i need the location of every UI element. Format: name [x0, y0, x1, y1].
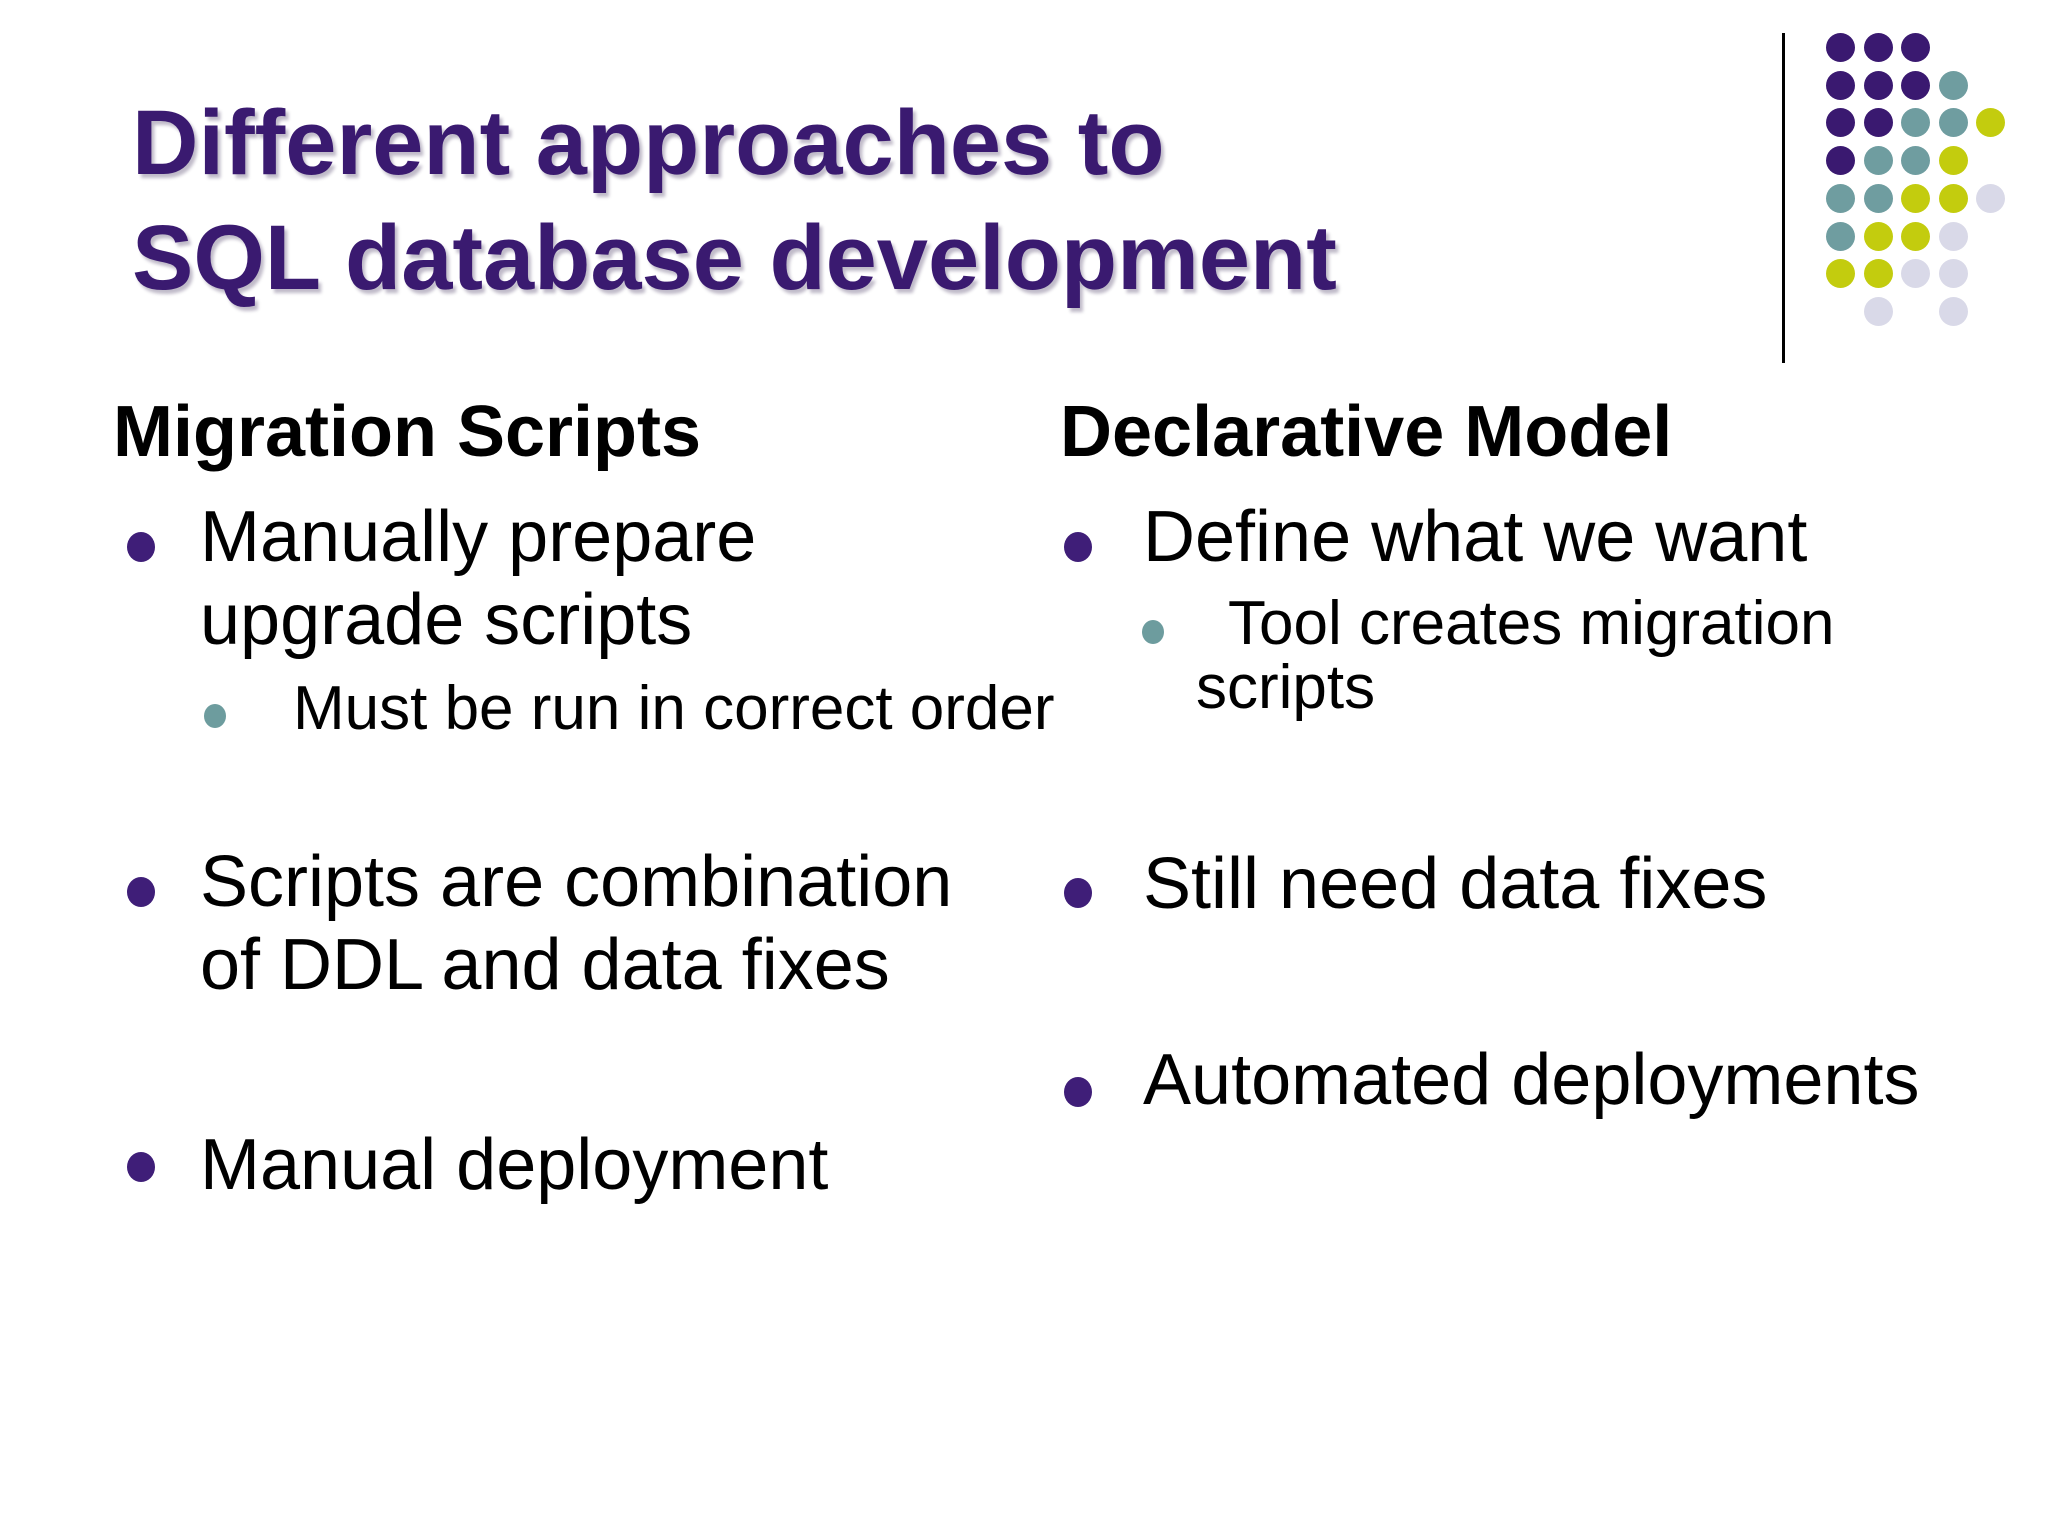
decor-dot	[1825, 183, 1855, 213]
bullet-icon	[127, 1152, 155, 1182]
bullet-text: Manually prepare upgrade scripts	[200, 497, 757, 660]
decor-dot	[1938, 70, 1968, 100]
decor-dot	[1863, 258, 1893, 288]
vertical-divider	[1782, 33, 1785, 363]
bullet-text: Automated deployments	[1143, 1040, 1920, 1120]
decor-dot	[1900, 221, 1930, 251]
bullet-icon	[1142, 620, 1164, 644]
decor-dot	[1900, 183, 1930, 213]
bullet-icon	[204, 704, 226, 728]
decor-dot	[1900, 107, 1930, 137]
decor-dot	[1863, 145, 1893, 175]
decor-dot	[1863, 70, 1893, 100]
bullet-icon	[1064, 1077, 1092, 1107]
bullet-icon	[127, 532, 155, 562]
bullet-text: Still need data fixes	[1143, 844, 1768, 924]
decor-dot	[1975, 183, 2005, 213]
decor-dot	[1825, 70, 1855, 100]
decor-dot	[1863, 221, 1893, 251]
decor-dot	[1863, 183, 1893, 213]
decor-dot	[1900, 145, 1930, 175]
decor-dot	[1938, 258, 1968, 288]
slide-title: Different approaches to SQL database dev…	[132, 92, 1337, 309]
decor-dot	[1938, 107, 1968, 137]
decor-dot	[1900, 70, 1930, 100]
decor-dot	[1900, 258, 1930, 288]
decor-dot	[1825, 221, 1855, 251]
bullet-icon	[1064, 878, 1092, 908]
decor-dot	[1975, 107, 2005, 137]
decor-dot	[1938, 296, 1968, 326]
bullet-text: Manual deployment	[200, 1125, 829, 1205]
decor-dot	[1938, 183, 1968, 213]
decor-dot	[1825, 145, 1855, 175]
bullet-text: Scripts are combination of DDL and data …	[200, 842, 953, 1005]
corner-dot-grid	[0, 0, 2048, 400]
decor-dot	[1938, 221, 1968, 251]
bullet-icon	[1064, 532, 1092, 562]
decor-dot	[1863, 296, 1893, 326]
decor-dot	[1900, 32, 1930, 62]
decor-dot	[1863, 107, 1893, 137]
decor-dot	[1825, 258, 1855, 288]
decor-dot	[1825, 32, 1855, 62]
right-column-heading: Declarative Model	[1060, 392, 1673, 472]
bullet-icon	[127, 877, 155, 907]
bullet-text: Tool creates migration scripts	[1196, 589, 1835, 722]
left-column-heading: Migration Scripts	[113, 392, 702, 472]
bullet-text: Define what we want	[1143, 497, 1808, 577]
bullet-text: Must be run in correct order	[293, 674, 1055, 743]
decor-dot	[1938, 145, 1968, 175]
decor-dot	[1863, 32, 1893, 62]
decor-dot	[1825, 107, 1855, 137]
